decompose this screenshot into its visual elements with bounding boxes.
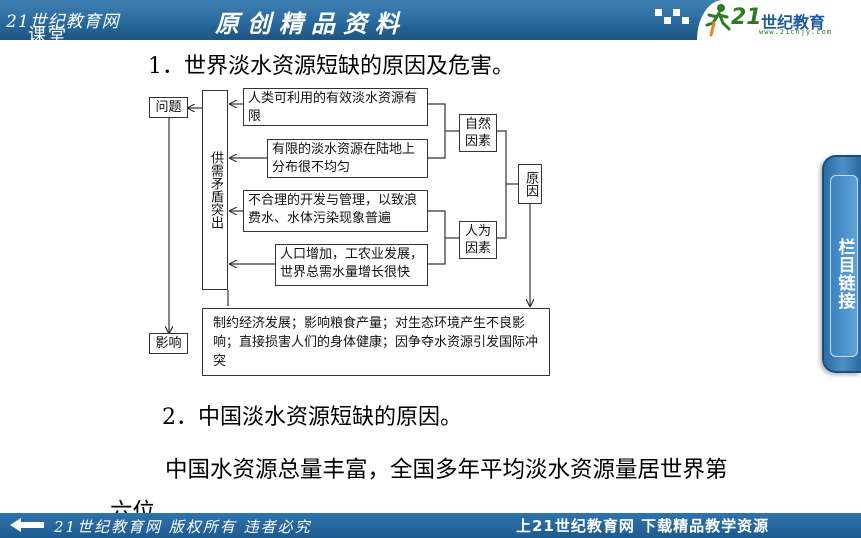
header-bar: 21世纪教育网 原创精品资料 课堂 21 世纪教育 www.21cnjy.com [0, 0, 861, 40]
footer-bar: 21世纪教育网 版权所有 违者必究 上21世纪教育网 下载精品教学资源 [0, 513, 861, 538]
reason-box-2: 有限的淡水资源在陆地上分布很不均匀 [267, 139, 428, 178]
paragraph-line-1: 中国水资源总量丰富，全国多年平均淡水资源量居世界第 [165, 457, 728, 483]
logo-url: www.21cnjy.com [759, 28, 833, 36]
impact-detail-box: 制约经济发展；影响粮食产量；对生态环境产生不良影响；直接损害人们的身体健康；因争… [202, 308, 550, 376]
reason-box-3: 不合理的开发与管理，以致浪费水、水体污染现象普遍 [243, 190, 428, 232]
section-heading-1: 1．世界淡水资源短缺的原因及危害。 [148, 54, 514, 79]
footer-promo-link[interactable]: 上21世纪教育网 下载精品教学资源 [516, 517, 770, 535]
runner-icon [705, 4, 731, 37]
column-link-tab[interactable]: 栏目链接 [822, 155, 861, 373]
section-heading-2: 2．中国淡水资源短缺的原因。 [162, 405, 462, 430]
human-factor-box: 人为因素 [459, 221, 497, 259]
column-link-tab-inner[interactable]: 栏目链接 [830, 175, 858, 357]
reason-box-1: 人类可利用的有效淡水资源有限 [243, 88, 428, 126]
supply-demand-conflict-box: 供需矛盾突出 [202, 90, 228, 290]
column-link-label[interactable]: 栏目链接 [834, 238, 855, 310]
decorative-squares-icon [655, 9, 695, 31]
problem-box: 问题 [149, 97, 188, 118]
logo-text: 世纪教育 [761, 13, 826, 32]
impact-box: 影响 [149, 333, 188, 354]
header-brand: 21世纪教育网 [6, 12, 120, 32]
cause-box: 原因 [518, 164, 542, 204]
site-logo[interactable]: 21 世纪教育 www.21cnjy.com [697, 0, 861, 40]
footer-copyright: 21世纪教育网 版权所有 违者必究 [54, 518, 312, 536]
back-arrow-icon[interactable] [10, 518, 44, 532]
natural-factor-box: 自然因素 [459, 114, 497, 152]
class-tag: 课堂 [28, 25, 68, 40]
reason-box-4: 人口增加，工农业发展，世界总需水量增长很快 [275, 244, 428, 286]
logo-number: 21 [731, 5, 762, 30]
header-slogan: 原创精品资料 [215, 9, 407, 38]
